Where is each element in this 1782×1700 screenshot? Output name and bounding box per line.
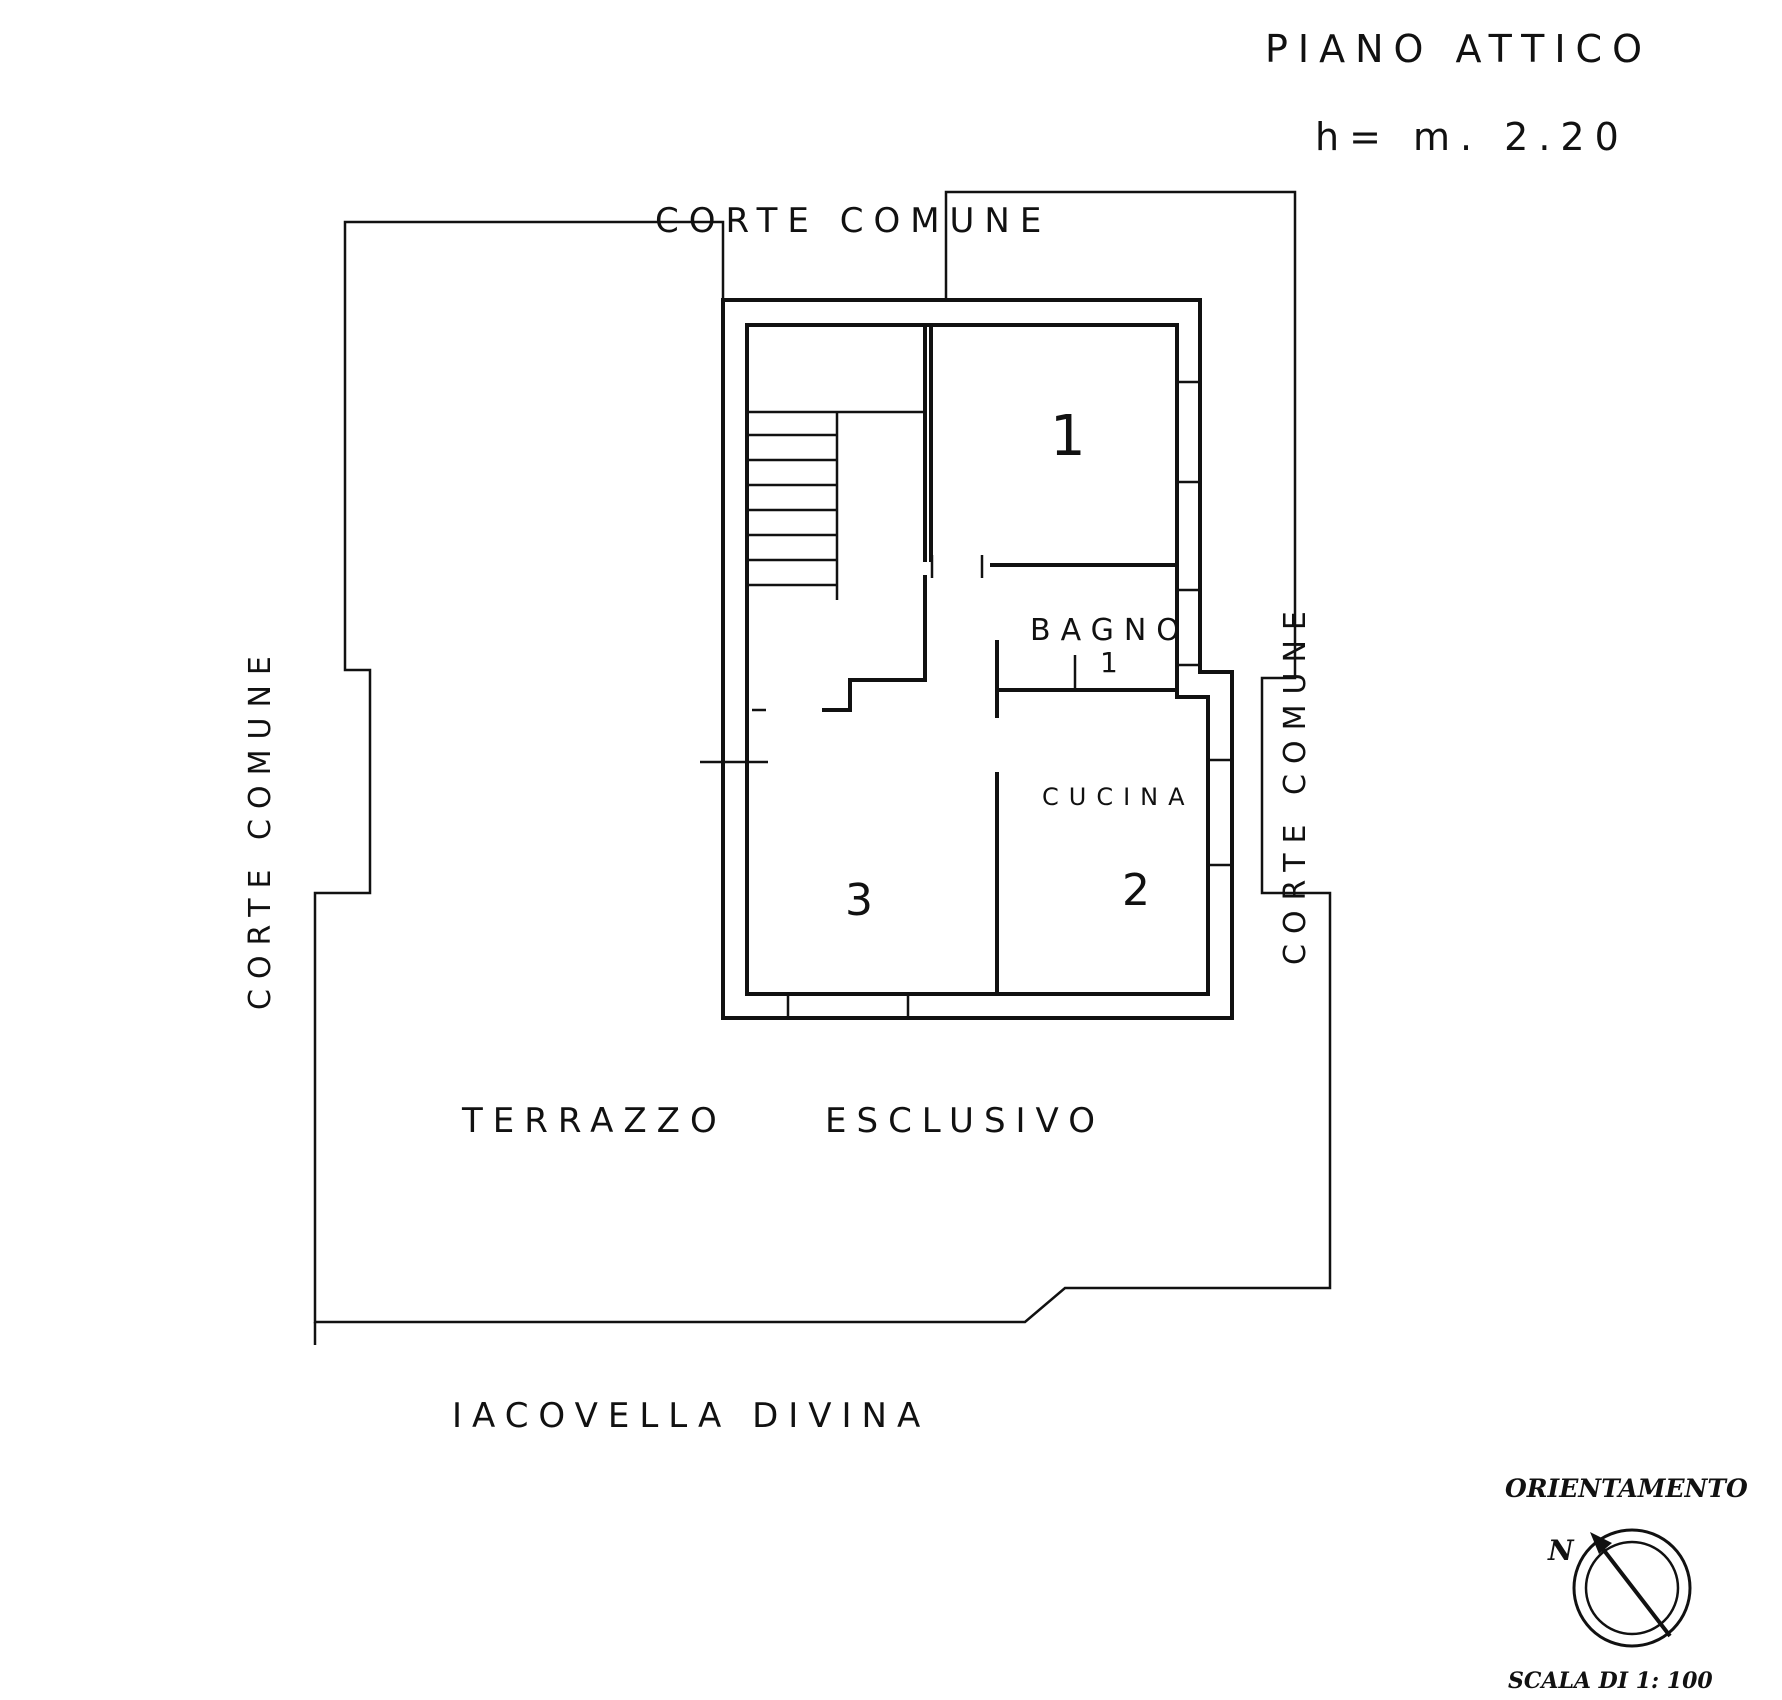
terrazzo-label: TERRAZZO [461, 1101, 727, 1141]
cucina-label: CUCINA [1042, 783, 1195, 811]
height-note: h= m. 2.20 [1315, 115, 1629, 159]
orientation-title: ORIENTAMENTO [1505, 1474, 1748, 1503]
bagno-number: 1 [1100, 646, 1128, 679]
room-2-label: 2 [1122, 865, 1160, 916]
window-cucina [1206, 758, 1234, 867]
building-inner-wall [745, 323, 1210, 996]
plan-title: PIANO ATTICO [1265, 27, 1652, 71]
compass-north-label: N [1547, 1534, 1575, 1567]
room-1-label: 1 [1050, 404, 1096, 469]
window-room3 [786, 992, 910, 1020]
street-label: IACOVELLA DIVINA [452, 1396, 930, 1436]
partition-stair-landing [822, 575, 927, 712]
bagno-label: BAGNO [1030, 613, 1190, 648]
esclusivo-label: ESCLUSIVO [825, 1101, 1105, 1141]
window-bagno [1175, 588, 1202, 667]
scale-label: SCALA DI 1: 100 [1508, 1668, 1713, 1694]
corte-comune-left: CORTE COMUNE [243, 646, 278, 1010]
building-outer-wall [721, 298, 1234, 1020]
room-3-label: 3 [845, 875, 883, 926]
staircase [747, 410, 925, 600]
compass-icon [1572, 1528, 1692, 1648]
window-room1 [1175, 380, 1202, 484]
corte-comune-right: CORTE COMUNE [1278, 601, 1313, 965]
partition-stair-room1 [923, 325, 933, 562]
corte-comune-top: CORTE COMUNE [655, 201, 1051, 241]
